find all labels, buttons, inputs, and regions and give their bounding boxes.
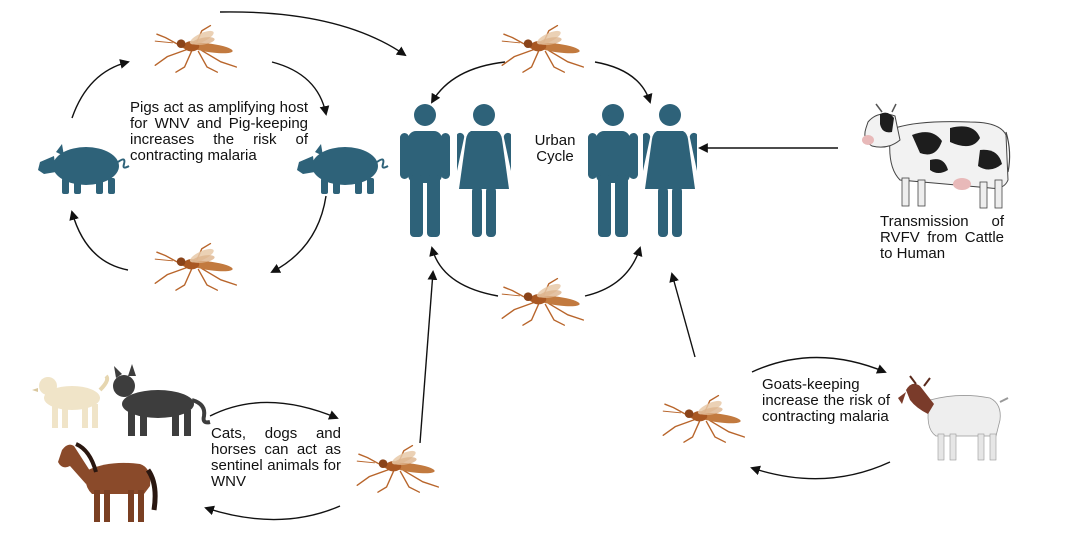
man-icon [588,104,638,237]
mosquito-icon [356,444,440,493]
dog-icon [32,374,110,428]
pig-note: Pigs act as amplifying host for WNV and … [130,99,308,164]
cow-icon [862,103,1011,209]
sentinel-note: Cats, dogs and horses can act as sentine… [211,425,341,490]
cattle-note: Transmission of RVFV from Cattle to Huma… [880,213,1004,262]
man-icon [400,104,450,237]
pig-icon [296,143,389,195]
horse-icon [58,442,158,522]
urban-cycle-label: Urban Cycle [534,132,576,165]
goat-note: Goats-keeping increase the risk of contr… [762,376,890,425]
goat-icon [898,375,1009,461]
mosquito-icon [662,394,746,443]
woman-icon [457,104,511,237]
cat-icon [113,364,211,436]
pig-icon [37,143,130,195]
woman-icon [643,104,697,237]
mosquito-icon [501,277,585,326]
mosquito-icon [154,242,238,291]
mosquito-icon [501,24,585,73]
mosquito-icon [154,24,238,73]
